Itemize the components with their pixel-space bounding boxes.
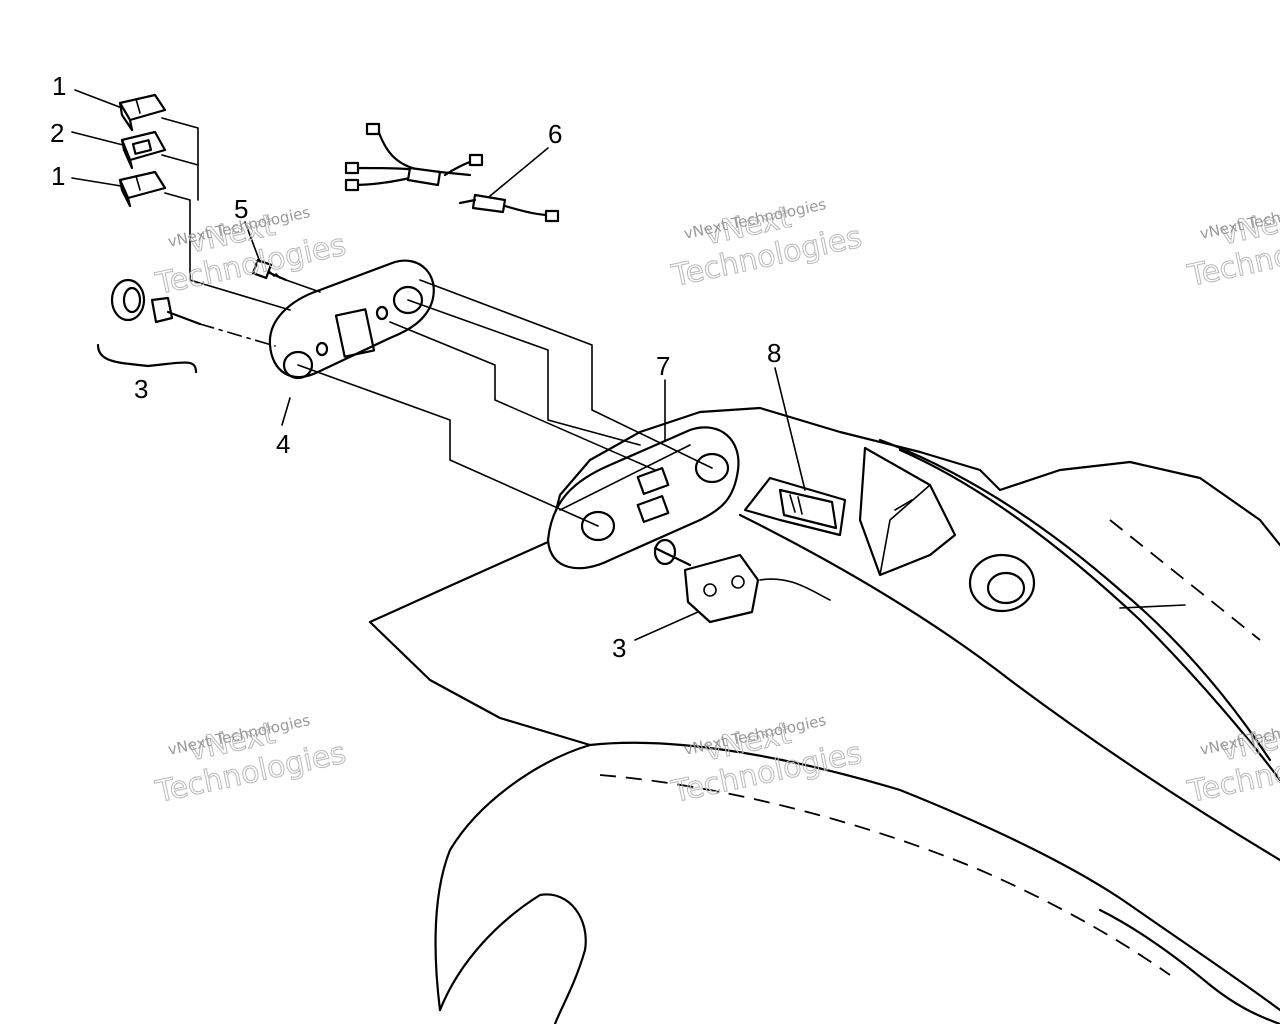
callout-1-top: 1 (52, 71, 66, 101)
fender-mount-hole (968, 553, 1036, 613)
callout-2: 2 (50, 118, 64, 148)
switch-plate (268, 259, 435, 380)
watermark-bottom-left: vNext Technologies vNext Technologies (152, 711, 350, 811)
callout-4: 4 (276, 429, 290, 459)
watermark-top-center: vNext Technologies vNext Technologies (668, 195, 866, 295)
wire-harness (344, 122, 560, 223)
callout-6: 6 (548, 119, 562, 149)
toggle-switch (743, 476, 847, 537)
callout-5: 5 (234, 194, 248, 224)
ignition-key-set (110, 278, 202, 326)
callout-7: 7 (656, 351, 670, 381)
fender-bracket-block (858, 446, 957, 577)
callout-3-lower: 3 (612, 633, 626, 663)
leader-lines (71, 89, 806, 641)
callout-3-upper: 3 (134, 374, 148, 404)
ignition-switch-body (653, 538, 831, 624)
key-switch-middle (120, 130, 167, 170)
rear-fender (368, 406, 1280, 1024)
watermark-bottom-right: vNext Technologies vNext Technologies (1184, 711, 1280, 811)
watermark-top-right: vNext Technologies vNext Technologies (1184, 195, 1280, 295)
screw (251, 258, 288, 282)
indicator-lamp-top (118, 93, 167, 132)
assembly-lines (161, 117, 713, 527)
mounted-switch-panel (546, 426, 740, 570)
callout-1-bottom: 1 (51, 161, 65, 191)
callout-8: 8 (767, 338, 781, 368)
indicator-lamp-bottom (118, 170, 167, 208)
watermark-bottom-center: vNext Technologies vNext Technologies (668, 711, 866, 811)
callout-labels: 1 2 1 5 6 3 4 7 8 3 (50, 71, 781, 663)
